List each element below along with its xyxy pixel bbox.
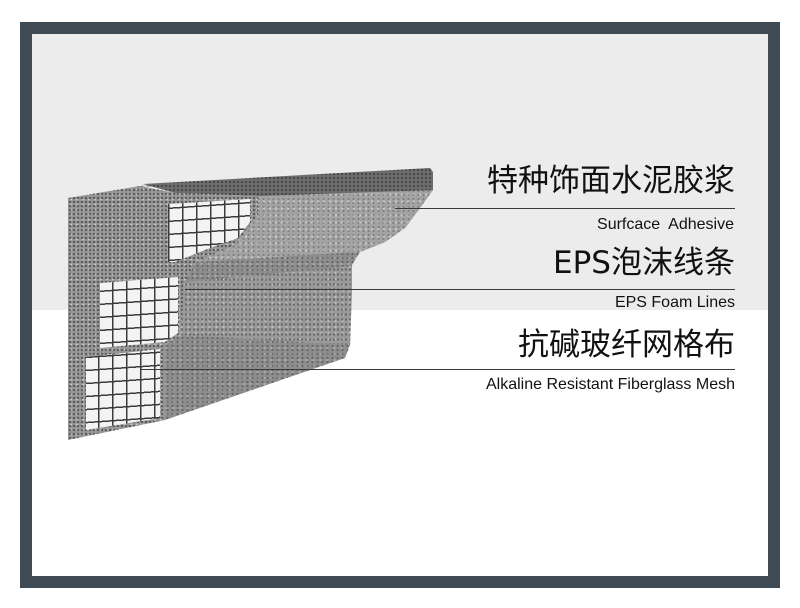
- label-subtitle-foam: EPS Foam Lines: [614, 294, 735, 311]
- leader-line-adhesive: [395, 208, 735, 209]
- label-subtitle-mesh: Alkaline Resistant Fiberglass Mesh: [486, 376, 735, 393]
- leader-line-foam: [185, 289, 735, 290]
- label-title-adhesive: 特种饰面水泥胶浆: [487, 163, 735, 199]
- label-subtitle-adhesive: Surfcace Adhesive: [597, 216, 734, 233]
- leader-line-mesh: [140, 369, 735, 370]
- label-title-mesh: 抗碱玻纤网格布: [518, 327, 735, 363]
- label-title-foam: EPS泡沫线条: [553, 245, 735, 281]
